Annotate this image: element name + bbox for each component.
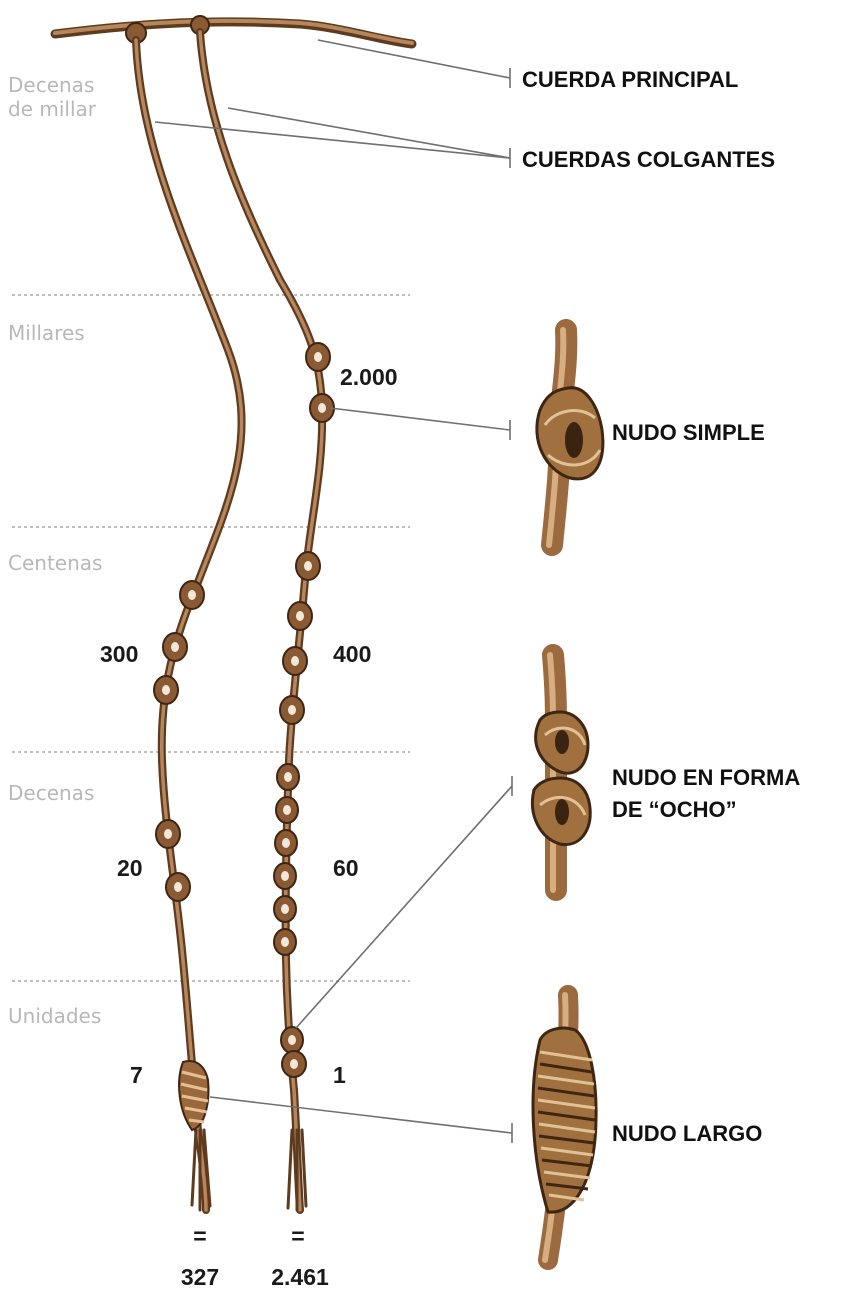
- totals: = = 327 2.461: [181, 1223, 329, 1290]
- long-knot-illustration: [533, 995, 596, 1260]
- single-knot: [288, 602, 312, 630]
- leader-single-knot: [330, 408, 510, 430]
- single-knot: [156, 820, 180, 848]
- cord1-units-long-knot: [179, 1061, 208, 1130]
- part-labels: CUERDA PRINCIPAL CUERDAS COLGANTES NUDO …: [522, 67, 800, 1146]
- cord1-total: 327: [181, 1264, 219, 1290]
- place-value-labels: Decenas de millar Millares Centenas Dece…: [8, 73, 102, 1028]
- leader-lines: [155, 40, 512, 1143]
- pendant-cord-2: [200, 32, 334, 1210]
- single-knot: [274, 863, 296, 889]
- figure-eight-knot-illustration: [532, 655, 590, 890]
- single-knot: [276, 797, 298, 823]
- single-knot: [180, 581, 204, 609]
- level-ten-thousands-line2: de millar: [8, 97, 97, 121]
- level-ten-thousands-line1: Decenas: [8, 73, 94, 97]
- level-hundreds: Centenas: [8, 551, 102, 575]
- single-knot: [163, 633, 187, 661]
- leader-long-knot: [210, 1097, 512, 1133]
- single-knot-illustration: [537, 330, 603, 545]
- pendant-cord-1: [136, 40, 242, 1210]
- cord2-thousands-value: 2.000: [340, 364, 398, 390]
- single-knot: [306, 343, 330, 371]
- level-tens: Decenas: [8, 781, 94, 805]
- label-figure-eight-line1: NUDO EN FORMA: [612, 765, 800, 790]
- label-main-cord: CUERDA PRINCIPAL: [522, 67, 738, 92]
- leader-figure-eight-knot: [296, 786, 512, 1028]
- single-knot: [296, 552, 320, 580]
- single-knot: [275, 830, 297, 856]
- cord2-hundreds-value: 400: [333, 641, 371, 667]
- label-single-knot: NUDO SIMPLE: [612, 420, 765, 445]
- cord1-hundreds-knots: [154, 581, 204, 704]
- single-knot: [277, 764, 299, 790]
- level-thousands: Millares: [8, 321, 85, 345]
- single-knot: [274, 929, 296, 955]
- single-knot: [154, 676, 178, 704]
- label-figure-eight-line2: DE “OCHO”: [612, 797, 737, 822]
- cord1-units-value: 7: [130, 1062, 143, 1088]
- single-knot: [274, 896, 296, 922]
- cord2-units-figure-eight-knot: [281, 1027, 306, 1077]
- cord2-tens-value: 60: [333, 855, 359, 881]
- label-long-knot: NUDO LARGO: [612, 1121, 762, 1146]
- cord1-equals-sign: =: [193, 1223, 206, 1249]
- single-knot: [283, 647, 307, 675]
- label-pendant-cords: CUERDAS COLGANTES: [522, 147, 775, 172]
- leader-pendant-cord-1: [155, 122, 510, 158]
- cord1-hundreds-value: 300: [100, 641, 138, 667]
- cord2-equals-sign: =: [291, 1223, 304, 1249]
- single-knot: [280, 696, 304, 724]
- level-units: Unidades: [8, 1004, 101, 1028]
- cord1-tens-value: 20: [117, 855, 143, 881]
- digit-values: 2.000 300 400 20 60 7 1: [100, 364, 398, 1088]
- cord2-total: 2.461: [271, 1264, 329, 1290]
- single-knot: [166, 873, 190, 901]
- main-cord: [55, 16, 412, 44]
- cord2-units-value: 1: [333, 1062, 346, 1088]
